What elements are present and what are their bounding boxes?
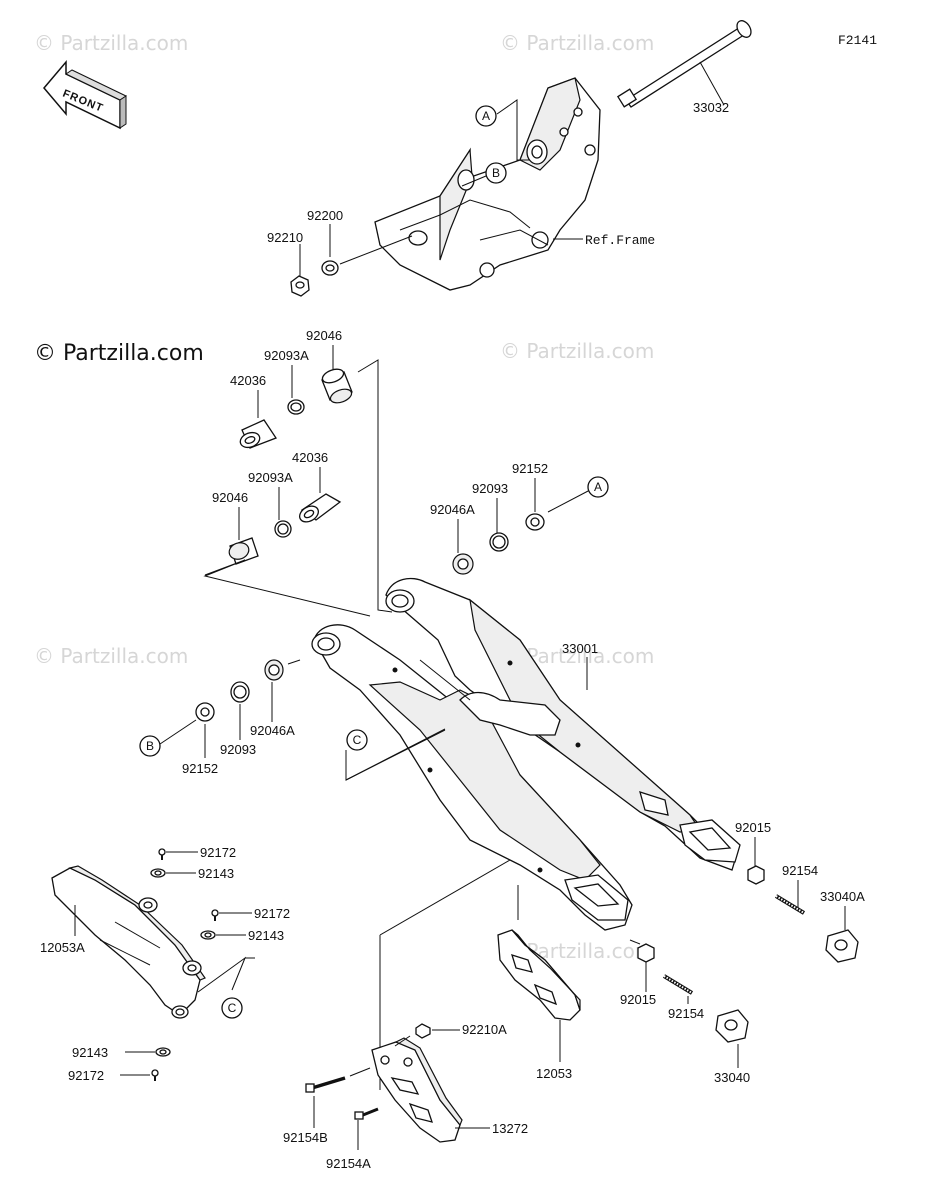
figure-code: F2141 xyxy=(838,33,877,48)
part-number: 42036 xyxy=(230,373,266,388)
watermark: © Partzilla.com xyxy=(500,31,654,55)
part-number: 92143 xyxy=(72,1045,108,1060)
part-number: 92046A xyxy=(430,502,475,517)
ref-marker xyxy=(485,162,507,184)
ref-frame-label: Ref.Frame xyxy=(585,233,655,248)
brand-watermark: © Partzilla.com xyxy=(34,341,204,366)
frame-part xyxy=(374,77,601,291)
nut-part xyxy=(747,865,765,885)
needle-bearing-part xyxy=(321,368,353,404)
part-number: 33032 xyxy=(693,100,729,115)
swingarm-part xyxy=(311,577,741,931)
watermark: © Partzilla.com xyxy=(34,644,188,668)
front-arrow-icon: FRONT xyxy=(43,59,128,130)
ref-marker xyxy=(221,997,243,1019)
ref-letter: B xyxy=(492,166,500,180)
part-number: 92210A xyxy=(462,1022,507,1037)
screw-part xyxy=(158,848,166,860)
part-number: 33040A xyxy=(820,889,865,904)
axle-part xyxy=(616,20,752,108)
ref-marker xyxy=(475,105,497,127)
chain-adjuster-part xyxy=(715,1009,749,1043)
part-number: 33040 xyxy=(714,1070,750,1085)
needle-bearing-part xyxy=(228,537,259,565)
collar-part xyxy=(299,493,342,523)
part-number: 92093 xyxy=(472,481,508,496)
part-number: 92152 xyxy=(512,461,548,476)
ref-letter: B xyxy=(146,739,154,753)
watermark: © Partzilla.com xyxy=(34,31,188,55)
ref-letter: A xyxy=(594,480,602,494)
part-number: 12053A xyxy=(40,940,85,955)
part-number: 92154A xyxy=(326,1156,371,1171)
part-number: 92046 xyxy=(306,328,342,343)
ref-letter: C xyxy=(228,1001,237,1015)
part-number: 12053 xyxy=(536,1066,572,1081)
ref-marker xyxy=(139,735,161,757)
ref-letter: A xyxy=(482,109,490,123)
guard-plate-part xyxy=(371,1037,463,1143)
part-number: 92152 xyxy=(182,761,218,776)
part-number: 92093A xyxy=(248,470,293,485)
ref-marker xyxy=(587,476,609,498)
part-number: 92093 xyxy=(220,742,256,757)
part-number: 92154 xyxy=(782,863,818,878)
screw-part xyxy=(211,909,219,921)
part-number: 92015 xyxy=(620,992,656,1007)
watermark: © Partzilla.com xyxy=(500,339,654,363)
part-number: 92143 xyxy=(248,928,284,943)
part-number: 92154B xyxy=(283,1130,328,1145)
part-number: 13272 xyxy=(492,1121,528,1136)
part-number: 92046 xyxy=(212,490,248,505)
bolt-part xyxy=(354,1107,379,1120)
part-number: 92046A xyxy=(250,723,295,738)
chain-adjuster-part xyxy=(825,929,859,963)
ref-letter: C xyxy=(353,733,362,747)
adjuster-bolt-part xyxy=(662,974,694,995)
nut-part xyxy=(415,1023,431,1039)
part-number: 33001 xyxy=(562,641,598,656)
part-number: 92143 xyxy=(198,866,234,881)
part-number: 92172 xyxy=(200,845,236,860)
chain-slider-part xyxy=(51,865,206,1019)
ref-marker xyxy=(346,729,368,751)
part-number: 92172 xyxy=(254,906,290,921)
part-number: 92172 xyxy=(68,1068,104,1083)
bolt-part xyxy=(305,1076,346,1093)
adjuster-bolt-part xyxy=(774,894,806,915)
part-number: 92015 xyxy=(735,820,771,835)
part-number: 92210 xyxy=(267,230,303,245)
collar-part xyxy=(239,419,277,449)
nut-part xyxy=(637,943,655,963)
chain-guide-part xyxy=(497,929,581,1021)
part-number: 92093A xyxy=(264,348,309,363)
part-number: 42036 xyxy=(292,450,328,465)
screw-part xyxy=(151,1069,159,1081)
part-number: 92200 xyxy=(307,208,343,223)
part-number: 92154 xyxy=(668,1006,704,1021)
